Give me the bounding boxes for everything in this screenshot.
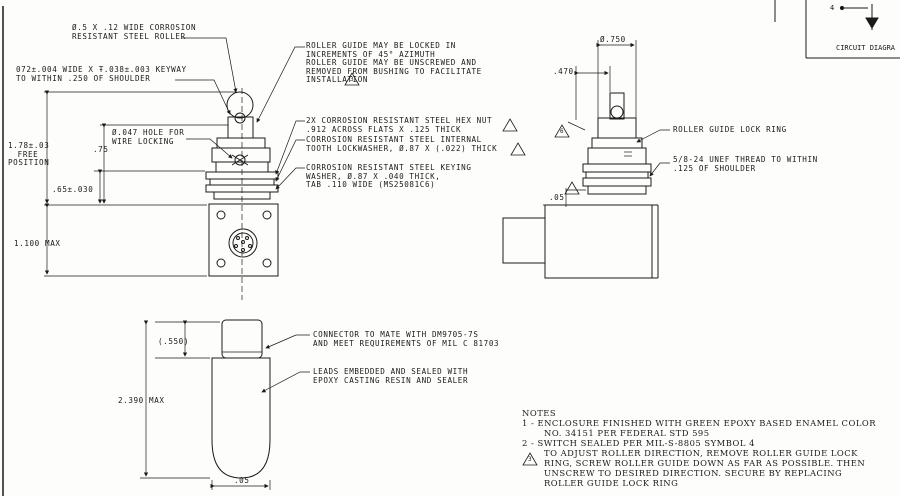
flag-3-number: 3 bbox=[350, 76, 354, 83]
wire-hole-callout: Ø.047 HOLE FOR WIRE LOCKING bbox=[112, 128, 185, 146]
circuit-diagram bbox=[805, 0, 900, 59]
dim-75: .75 bbox=[93, 145, 109, 154]
free-position-dim: 1.78±.03 FREE POSITION bbox=[8, 141, 50, 168]
leads-callout: LEADS EMBEDDED AND SEALED WITH EPOXY CAS… bbox=[313, 367, 469, 385]
keyway-callout: 072±.004 WIDE X Ŧ.038±.003 KEYWAY TO WIT… bbox=[16, 65, 187, 83]
notes-block: NOTES 1 - ENCLOSURE FINISHED WITH GREEN … bbox=[522, 408, 877, 488]
note-flag-3-notes bbox=[522, 452, 538, 466]
circuit-diagram-title: CIRCUIT DIAGRA bbox=[836, 44, 896, 52]
roller-circle bbox=[226, 91, 254, 119]
keying-washer-callout: CORROSION RESISTANT STEEL KEYING WASHER,… bbox=[306, 163, 472, 190]
lockwasher-callout: CORROSION RESISTANT STEEL INTERNAL TOOTH… bbox=[306, 135, 498, 153]
connector-face bbox=[228, 228, 258, 258]
hex-nut-callout: 2X CORROSION RESISTANT STEEL HEX NUT .91… bbox=[306, 116, 493, 134]
roller-guide-callout: ROLLER GUIDE MAY BE LOCKED IN INCREMENTS… bbox=[306, 41, 482, 85]
circuit-number: 4 bbox=[830, 4, 835, 12]
bottom-view bbox=[140, 319, 310, 490]
flag-6-number: 6 bbox=[560, 128, 564, 135]
side-body bbox=[544, 204, 653, 279]
lock-ring-callout: ROLLER GUIDE LOCK RING bbox=[673, 125, 787, 134]
dim-550: (.550) bbox=[158, 337, 190, 346]
dim-05-bottom: .05 bbox=[234, 476, 250, 485]
notes-title: NOTES bbox=[522, 408, 557, 418]
enclosure-body bbox=[211, 357, 271, 479]
roller-callout: Ø.5 X .12 WIDE CORROSION RESISTANT STEEL… bbox=[72, 23, 197, 41]
note-flag-3 bbox=[344, 72, 360, 86]
dim-750: Ø.750 bbox=[600, 35, 626, 44]
side-view bbox=[502, 40, 670, 279]
dim-1100-max: 1.100 MAX bbox=[14, 239, 61, 248]
front-view bbox=[44, 37, 305, 300]
thread-callout: 5/8-24 UNEF THREAD TO WITHIN .125 OF SHO… bbox=[673, 155, 818, 173]
flange-square bbox=[208, 203, 279, 277]
dim-65: .65±.030 bbox=[52, 185, 94, 194]
dim-2390-max: 2.390 MAX bbox=[118, 396, 165, 405]
dim-470: .470 bbox=[553, 67, 574, 76]
flag-3-notes-number: 3 bbox=[528, 456, 532, 463]
connector-callout: CONNECTOR TO MATE WITH DM9705-7S AND MEE… bbox=[313, 330, 500, 348]
dim-05-side: .05 bbox=[549, 193, 565, 202]
